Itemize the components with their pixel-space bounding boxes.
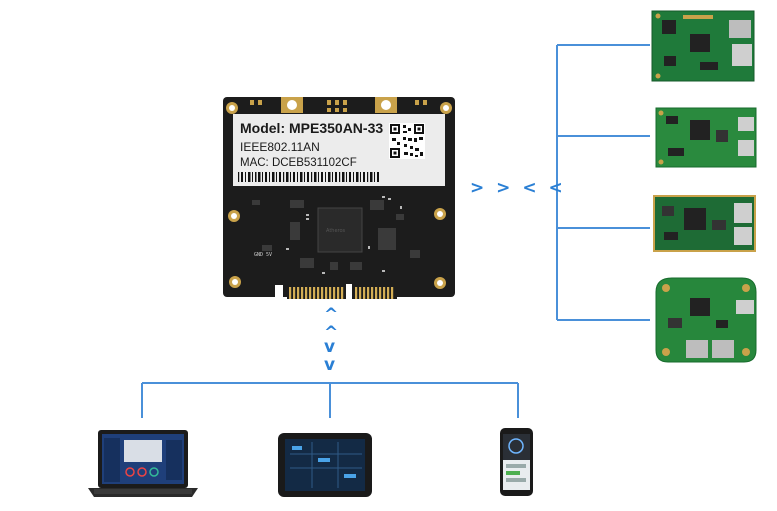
smartphone — [500, 428, 533, 496]
silk-5v: 5V — [266, 252, 272, 258]
up-arrow-1: ^ — [324, 305, 338, 325]
horizontal-arrows: > > < < — [470, 178, 566, 198]
vertical-arrows: ^ ^ v v — [324, 305, 338, 375]
router-board-2 — [655, 107, 757, 168]
laptop — [88, 430, 198, 497]
main-chip — [317, 207, 363, 253]
router-board-1 — [651, 10, 755, 82]
router-board-3 — [653, 195, 756, 252]
router-board-4 — [655, 277, 757, 363]
down-arrow-1: v — [324, 337, 335, 357]
model-label: Model: MPE350AN-33 — [240, 120, 383, 136]
tablet — [278, 433, 372, 497]
down-arrow-2: v — [324, 355, 335, 375]
mac-label: MAC: DCEB531102CF — [240, 157, 357, 169]
barcode — [238, 172, 379, 182]
wifi-module: Model: MPE350AN-33 IEEE802.11AN MAC: DCE… — [223, 97, 455, 300]
standard-label: IEEE802.11AN — [240, 140, 320, 154]
up-arrow-2: ^ — [324, 323, 338, 343]
edge-connector — [287, 284, 397, 300]
qr-code — [389, 123, 425, 159]
connector-lines — [141, 44, 650, 418]
module-components — [252, 200, 420, 270]
svg-text:Atheros: Atheros — [326, 228, 346, 234]
silk-gnd: GND — [254, 252, 263, 258]
